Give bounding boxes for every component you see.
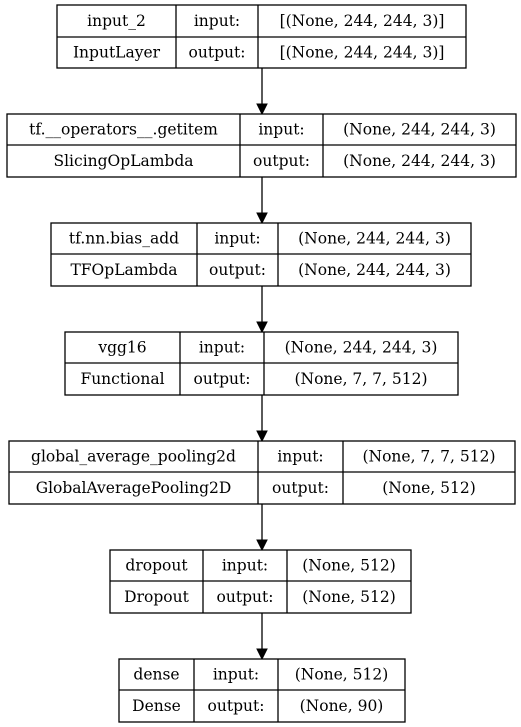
layer-type: Dropout	[124, 588, 189, 606]
layer-node-global-average-pooling2d: global_average_pooling2dGlobalAveragePoo…	[8, 440, 516, 505]
output-shape: (None, 512)	[382, 479, 476, 497]
output-shape: (None, 244, 244, 3)	[343, 152, 496, 170]
edge-arrow	[256, 613, 268, 661]
arrowhead-icon	[256, 212, 268, 225]
input-shape: (None, 512)	[302, 557, 396, 575]
layer-type: Functional	[80, 370, 164, 388]
input-label: input:	[194, 12, 240, 30]
input-shape: (None, 512)	[295, 666, 389, 684]
input-label: input:	[213, 666, 259, 684]
arrowhead-icon	[256, 430, 268, 443]
output-label: output:	[208, 697, 265, 715]
input-label: input:	[199, 339, 245, 357]
input-label: input:	[258, 121, 304, 139]
layer-type: SlicingOpLambda	[53, 152, 193, 170]
edge-arrow	[256, 286, 268, 334]
layer-name: tf.nn.bias_add	[69, 230, 179, 248]
layer-name: vgg16	[97, 339, 146, 357]
arrowhead-icon	[256, 103, 268, 116]
layer-type: TFOpLambda	[70, 261, 177, 279]
layer-name: dropout	[125, 557, 188, 575]
output-shape: (None, 90)	[300, 697, 384, 715]
layer-name: dense	[133, 666, 179, 684]
edges	[256, 68, 268, 661]
layer-name: global_average_pooling2d	[31, 448, 236, 466]
arrowhead-icon	[256, 539, 268, 552]
input-shape: [(None, 244, 244, 3)]	[280, 12, 445, 30]
input-shape: (None, 7, 7, 512)	[362, 448, 495, 466]
output-shape: (None, 7, 7, 512)	[294, 370, 427, 388]
output-label: output:	[189, 44, 246, 62]
edge-arrow	[256, 504, 268, 552]
output-shape: (None, 244, 244, 3)	[298, 261, 451, 279]
layer-type: GlobalAveragePooling2D	[36, 479, 232, 497]
edge-arrow	[256, 177, 268, 225]
output-label: output:	[217, 588, 274, 606]
input-shape: (None, 244, 244, 3)	[298, 230, 451, 248]
layer-type: InputLayer	[73, 44, 161, 62]
output-label: output:	[194, 370, 251, 388]
output-label: output:	[253, 152, 310, 170]
input-label: input:	[214, 230, 260, 248]
layer-name: tf.__operators__.getitem	[29, 121, 218, 139]
output-shape: [(None, 244, 244, 3)]	[280, 44, 445, 62]
input-shape: (None, 244, 244, 3)	[343, 121, 496, 139]
input-label: input:	[277, 448, 323, 466]
input-shape: (None, 244, 244, 3)	[285, 339, 438, 357]
edge-arrow	[256, 395, 268, 443]
output-label: output:	[209, 261, 266, 279]
edge-arrow	[256, 68, 268, 116]
output-shape: (None, 512)	[302, 588, 396, 606]
layer-name: input_2	[87, 12, 146, 30]
layer-type: Dense	[132, 697, 181, 715]
arrowhead-icon	[256, 648, 268, 661]
arrowhead-icon	[256, 321, 268, 334]
input-label: input:	[222, 557, 268, 575]
output-label: output:	[272, 479, 329, 497]
